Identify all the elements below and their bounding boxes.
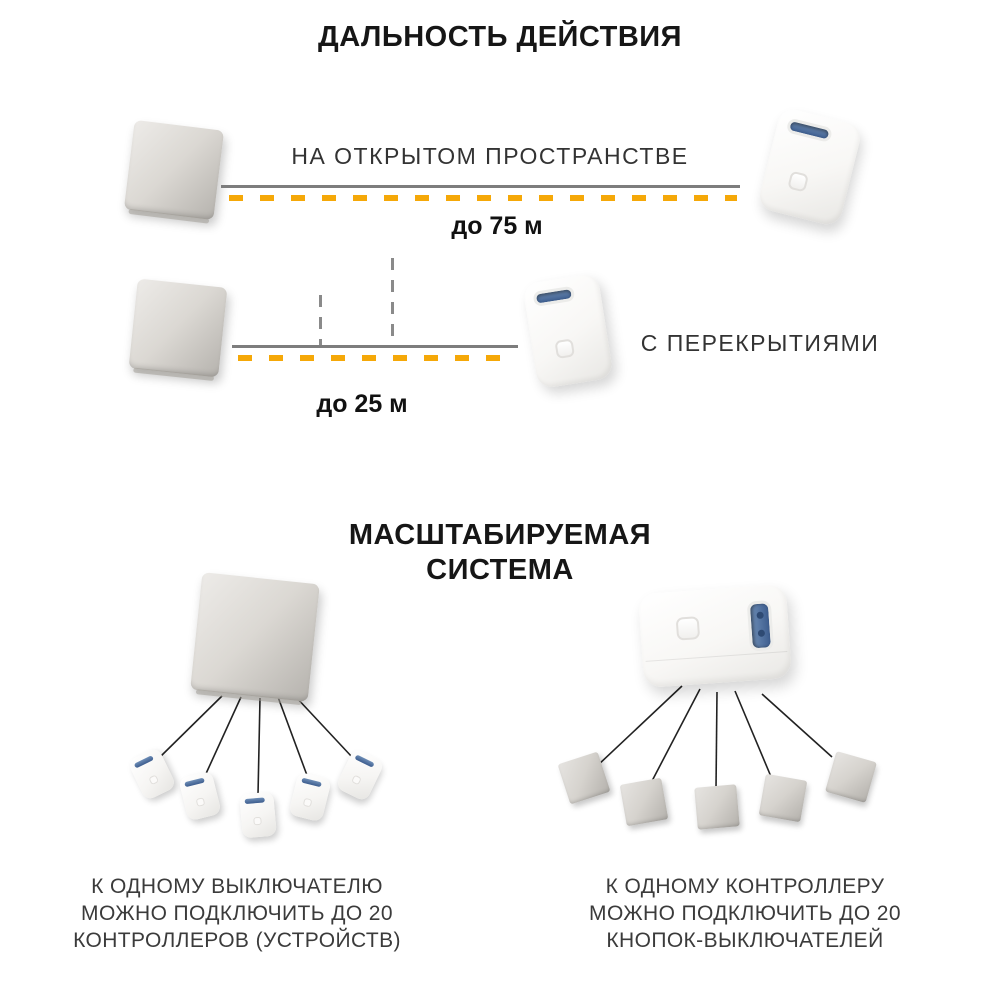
terminal-slot-icon <box>746 600 775 652</box>
open-space-range-line <box>221 185 740 188</box>
caption-line: МОЖНО ПОДКЛЮЧИТЬ ДО 20 <box>589 902 901 925</box>
terminal-screw-icon <box>755 611 764 620</box>
terminal-slot-icon <box>532 285 576 307</box>
open-space-dashed-line <box>229 195 737 201</box>
caption-line: МОЖНО ПОДКЛЮЧИТЬ ДО 20 <box>81 902 393 925</box>
pairing-button-icon <box>350 774 362 786</box>
controller-image <box>522 272 614 390</box>
wall-switch-image <box>128 278 228 378</box>
open-space-label: НА ОТКРЫТОМ ПРОСТРАНСТВЕ <box>291 143 689 169</box>
mini-switch-image <box>825 751 877 803</box>
mini-controller-image <box>288 771 332 823</box>
pairing-button-icon <box>195 797 205 808</box>
hub-controller-image <box>637 583 793 689</box>
caption-line: К ОДНОМУ ВЫКЛЮЧАТЕЛЮ <box>91 875 383 898</box>
scalable-title-line1: МАСШТАБИРУЕМАЯ <box>348 519 652 551</box>
range-section-title: ДАЛЬНОСТЬ ДЕЙСТВИЯ <box>318 21 682 53</box>
obstructed-range-line <box>232 345 518 348</box>
mini-controller-image <box>127 746 177 802</box>
terminal-screw-icon <box>757 629 765 638</box>
open-space-distance: до 75 м <box>451 212 543 240</box>
mini-switch-image <box>557 751 611 805</box>
terminal-slot-icon <box>354 754 375 768</box>
caption-line: К ОДНОМУ КОНТРОЛЛЕРУ <box>605 875 885 898</box>
caption-line: КОНТРОЛЛЕРОВ (УСТРОЙСТВ) <box>73 929 401 952</box>
mini-controller-image <box>178 770 222 822</box>
terminal-slot-icon <box>301 777 323 788</box>
hub-wall-switch-image <box>190 572 320 702</box>
pairing-button-icon <box>787 170 810 193</box>
controller-diagram-caption: К ОДНОМУ КОНТРОЛЛЕРУ МОЖНО ПОДКЛЮЧИТЬ ДО… <box>575 873 915 954</box>
switch-diagram-caption: К ОДНОМУ ВЫКЛЮЧАТЕЛЮ МОЖНО ПОДКЛЮЧИТЬ ДО… <box>67 873 407 954</box>
obstructed-distance: до 25 м <box>316 390 408 418</box>
obstructed-label: С ПЕРЕКРЫТИЯМИ <box>640 330 880 356</box>
wall-obstruction-line <box>319 295 322 346</box>
pairing-button-icon <box>554 338 575 360</box>
mini-controller-image <box>335 747 385 803</box>
terminal-slot-icon <box>244 797 266 805</box>
terminal-slot-icon <box>785 117 834 144</box>
obstructed-dashed-line <box>238 355 512 361</box>
mini-switch-image <box>619 777 669 827</box>
mini-switch-image <box>758 773 808 823</box>
terminal-slot-icon <box>184 777 206 788</box>
scalable-title-line2: СИСТЕМА <box>426 554 574 586</box>
pairing-button-icon <box>148 774 159 786</box>
mini-controller-image <box>239 791 277 839</box>
wall-switch-image <box>123 119 225 221</box>
terminal-slot-icon <box>134 755 155 769</box>
pairing-button-icon <box>302 797 312 808</box>
caption-line: КНОПОК-ВЫКЛЮЧАТЕЛЕЙ <box>606 929 884 952</box>
wall-obstruction-line <box>391 258 394 346</box>
pairing-button-icon <box>252 816 262 826</box>
controller-image <box>756 106 864 228</box>
mini-switch-image <box>694 784 740 830</box>
pairing-button-icon <box>675 616 701 641</box>
